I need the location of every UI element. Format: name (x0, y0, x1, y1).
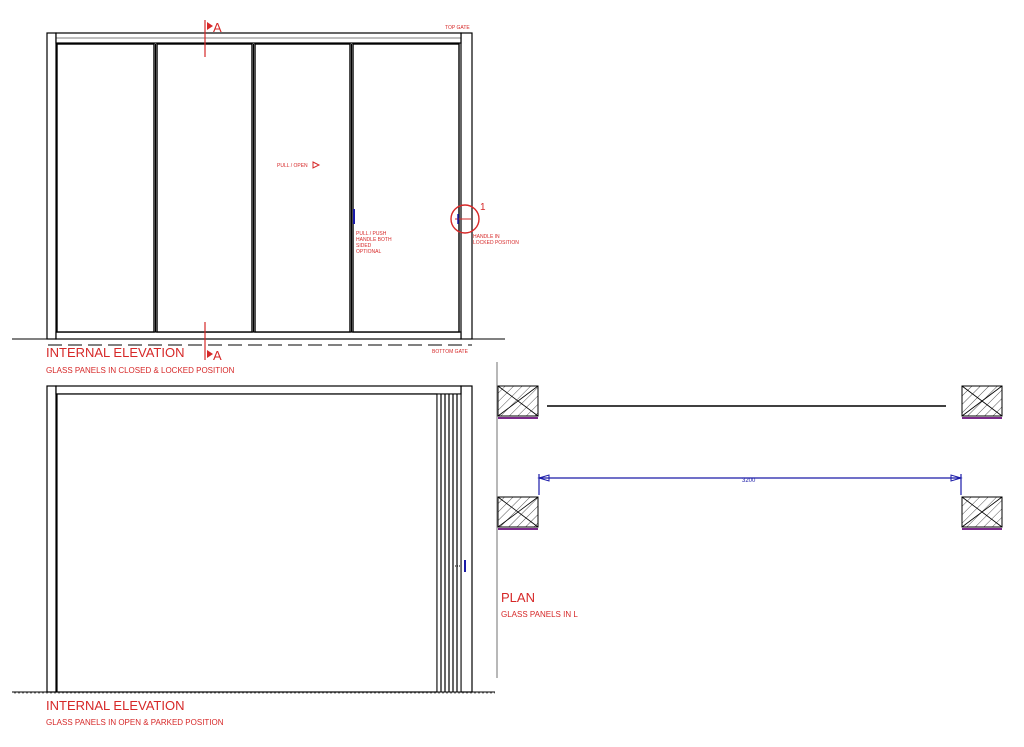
section-arrow-bottom (207, 350, 213, 358)
detail-callout-number: 1 (480, 202, 486, 213)
right-post-open (460, 385, 473, 693)
section-marker-bottom: A (213, 348, 222, 363)
glass-panel-2 (156, 43, 253, 333)
opening (56, 393, 438, 693)
bottom-rail (55, 331, 462, 340)
bottom-gate-label: BOTTOM GATE (432, 349, 469, 355)
elevation-open-subtitle: GLASS PANELS IN OPEN & PARKED POSITION (46, 718, 224, 727)
right-post (460, 32, 473, 340)
detail-callout-circle (450, 204, 480, 234)
parked-panel-stack (436, 393, 462, 693)
handle-note-3: SIDED (356, 243, 372, 249)
pull-open-label: PULL / OPEN (277, 163, 308, 169)
section-arrow-top (207, 22, 213, 30)
glass-panel-3 (254, 43, 351, 333)
locked-note-2: LOCKED POSITION (473, 240, 519, 246)
glass-panel-1 (56, 43, 155, 333)
elevation-closed: A A TOP GATE BOTTOM GATE PULL / OPEN PUL… (12, 20, 519, 375)
plan-title: PLAN (501, 590, 535, 605)
handle-note-2: HANDLE BOTH (356, 237, 392, 243)
top-rail-open (55, 385, 462, 395)
pull-open-arrow (312, 161, 321, 169)
elevation-open-title: INTERNAL ELEVATION (46, 698, 184, 713)
locked-note-1: HANDLE IN (473, 234, 500, 240)
elevation-closed-title: INTERNAL ELEVATION (46, 345, 184, 360)
left-post (46, 32, 57, 340)
plan-subtitle: GLASS PANELS IN L (501, 610, 578, 619)
elevation-open: INTERNAL ELEVATION GLASS PANELS IN OPEN … (12, 385, 495, 727)
handle-note-1: PULL / PUSH (356, 231, 387, 237)
handle-note-4: OPTIONAL (356, 249, 382, 255)
left-post-open (46, 385, 57, 693)
elevation-closed-subtitle: GLASS PANELS IN CLOSED & LOCKED POSITION (46, 366, 235, 375)
section-marker-top: A (213, 20, 222, 35)
glass-panel-4 (352, 43, 460, 333)
top-gate-label: TOP GATE (445, 25, 470, 31)
plan-dimension-value: 3200 (742, 478, 756, 484)
plan-view: 3200 PLAN GLASS PANELS IN L (496, 362, 1003, 678)
